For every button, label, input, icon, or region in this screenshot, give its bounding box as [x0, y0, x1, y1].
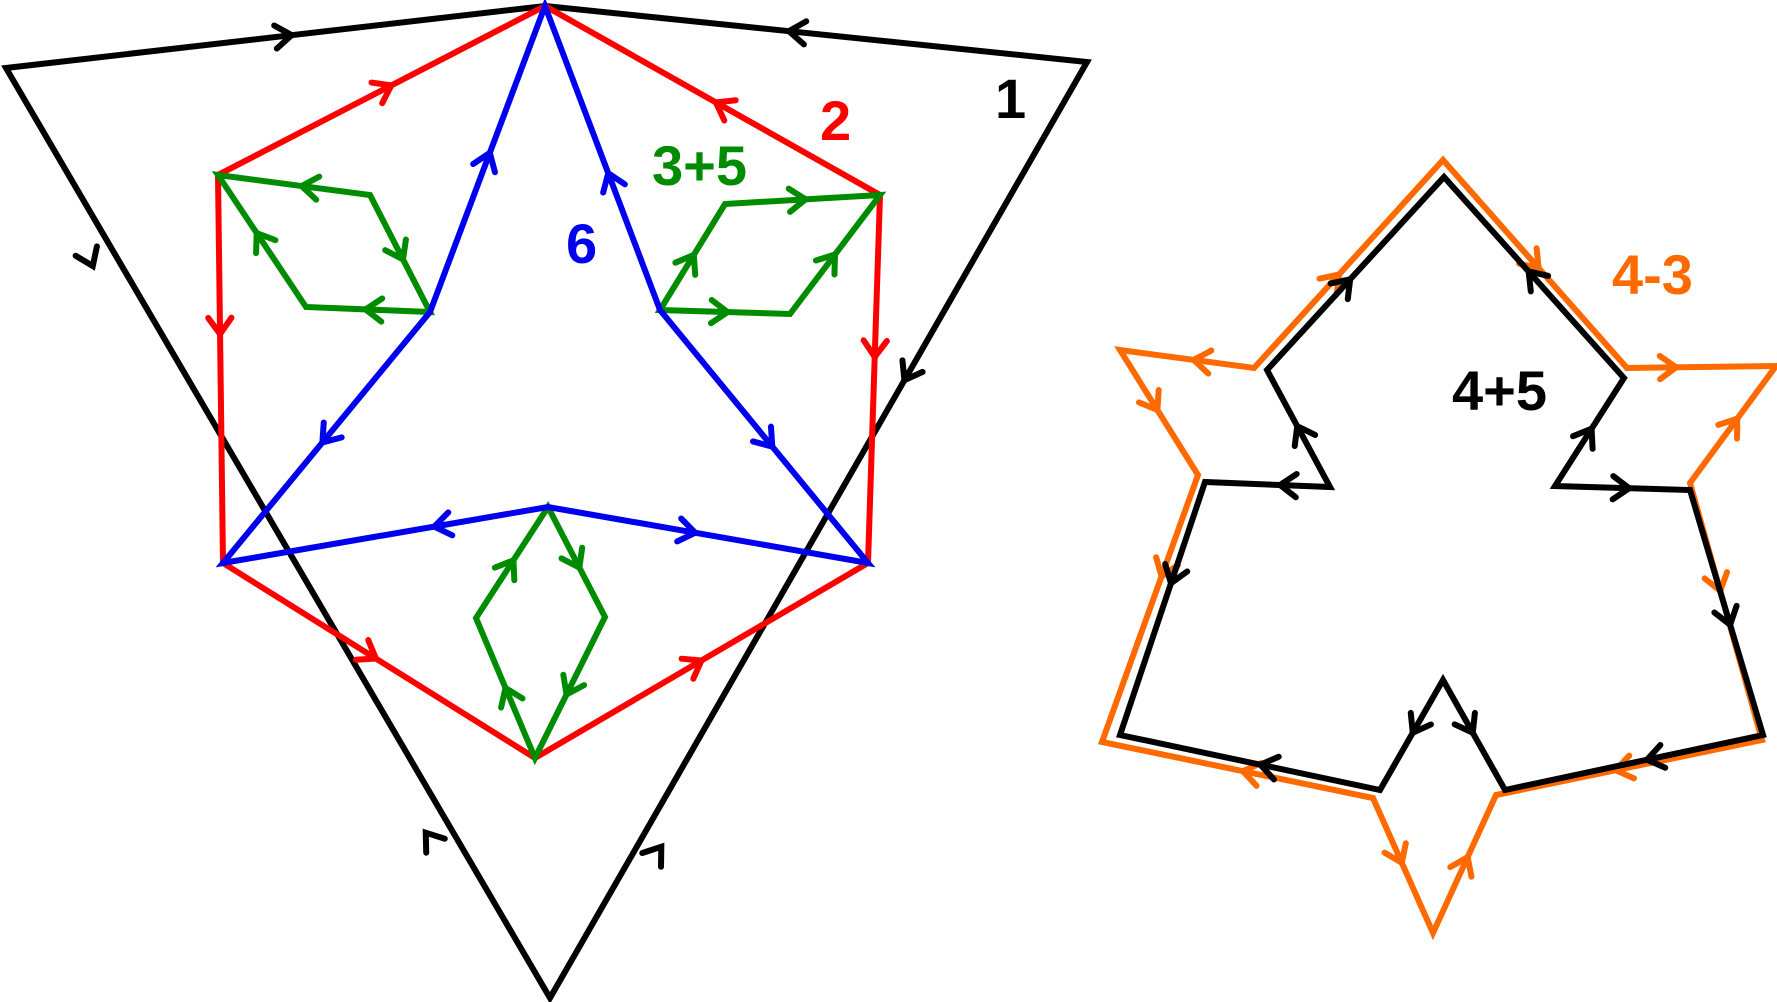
arrowhead	[1715, 414, 1741, 442]
arrowhead	[271, 22, 297, 52]
rhombus-left	[211, 171, 436, 316]
arrowhead	[560, 671, 588, 700]
cycle-4plus5-black	[1116, 172, 1767, 794]
cycle-6-blue	[215, 0, 876, 568]
arrowhead	[296, 173, 323, 203]
label-4minus3: 4-3	[1612, 243, 1693, 306]
arrowhead	[750, 423, 776, 451]
arrowhead	[1407, 709, 1434, 738]
arrowhead	[674, 515, 701, 545]
outer-triangle	[1, 2, 1092, 1002]
arrowhead	[319, 419, 345, 447]
arrowhead	[672, 250, 699, 278]
arrowhead	[205, 314, 235, 340]
label-4plus5: 4+5	[1452, 359, 1547, 422]
arrowhead	[1451, 709, 1478, 738]
cycle-2-red	[205, 2, 890, 762]
arrowhead	[639, 842, 665, 870]
arrowhead	[1316, 270, 1343, 298]
arrowhead	[72, 243, 100, 271]
cycle-3plus5-green	[211, 171, 887, 766]
arrowhead	[600, 168, 628, 196]
star	[215, 0, 876, 568]
arrowhead	[470, 148, 498, 176]
hexagon	[214, 2, 884, 762]
arrowhead	[498, 683, 526, 711]
arrowhead	[368, 79, 396, 107]
arrowhead	[711, 97, 739, 124]
arrowhead	[1135, 387, 1162, 415]
cycle-1-black	[1, 2, 1092, 1002]
rhombus-right	[654, 191, 887, 318]
arrowhead	[1570, 424, 1596, 452]
arrowhead	[1711, 602, 1740, 630]
arrowhead	[1656, 352, 1682, 383]
arrowhead	[1188, 347, 1215, 377]
arrowhead	[1274, 471, 1300, 501]
arrowhead	[253, 228, 279, 257]
inner-contour	[1116, 172, 1767, 794]
label-1: 1	[995, 67, 1026, 130]
arrowhead	[1525, 267, 1552, 295]
arrowhead	[1291, 421, 1319, 450]
label-2: 2	[820, 89, 851, 152]
arrowhead	[1447, 852, 1475, 880]
arrowhead	[1641, 741, 1669, 771]
arrowhead	[558, 544, 586, 573]
arrowhead	[1381, 840, 1409, 868]
label-6: 6	[566, 212, 597, 275]
arrowhead	[1610, 752, 1637, 782]
arrowhead	[1609, 473, 1635, 503]
arrowhead	[1327, 275, 1354, 303]
arrowhead	[422, 828, 448, 856]
label-3plus5: 3+5	[652, 134, 747, 197]
arrowhead	[812, 250, 839, 278]
arrowhead	[678, 655, 706, 682]
outer-contour	[1098, 155, 1777, 941]
arrowhead	[1153, 554, 1181, 582]
arrowhead	[785, 185, 811, 215]
arrowhead	[429, 509, 456, 539]
arrowhead	[1255, 753, 1282, 783]
arrowhead	[1162, 561, 1191, 589]
arrowhead	[899, 357, 926, 385]
arrowhead	[707, 296, 733, 327]
arrowhead	[491, 555, 518, 584]
rhombus-bottom	[472, 501, 609, 766]
arrowhead	[382, 236, 409, 264]
arrowhead	[352, 637, 381, 663]
arrowhead	[860, 337, 890, 363]
arrowhead	[360, 295, 386, 325]
arrowhead	[783, 18, 810, 48]
